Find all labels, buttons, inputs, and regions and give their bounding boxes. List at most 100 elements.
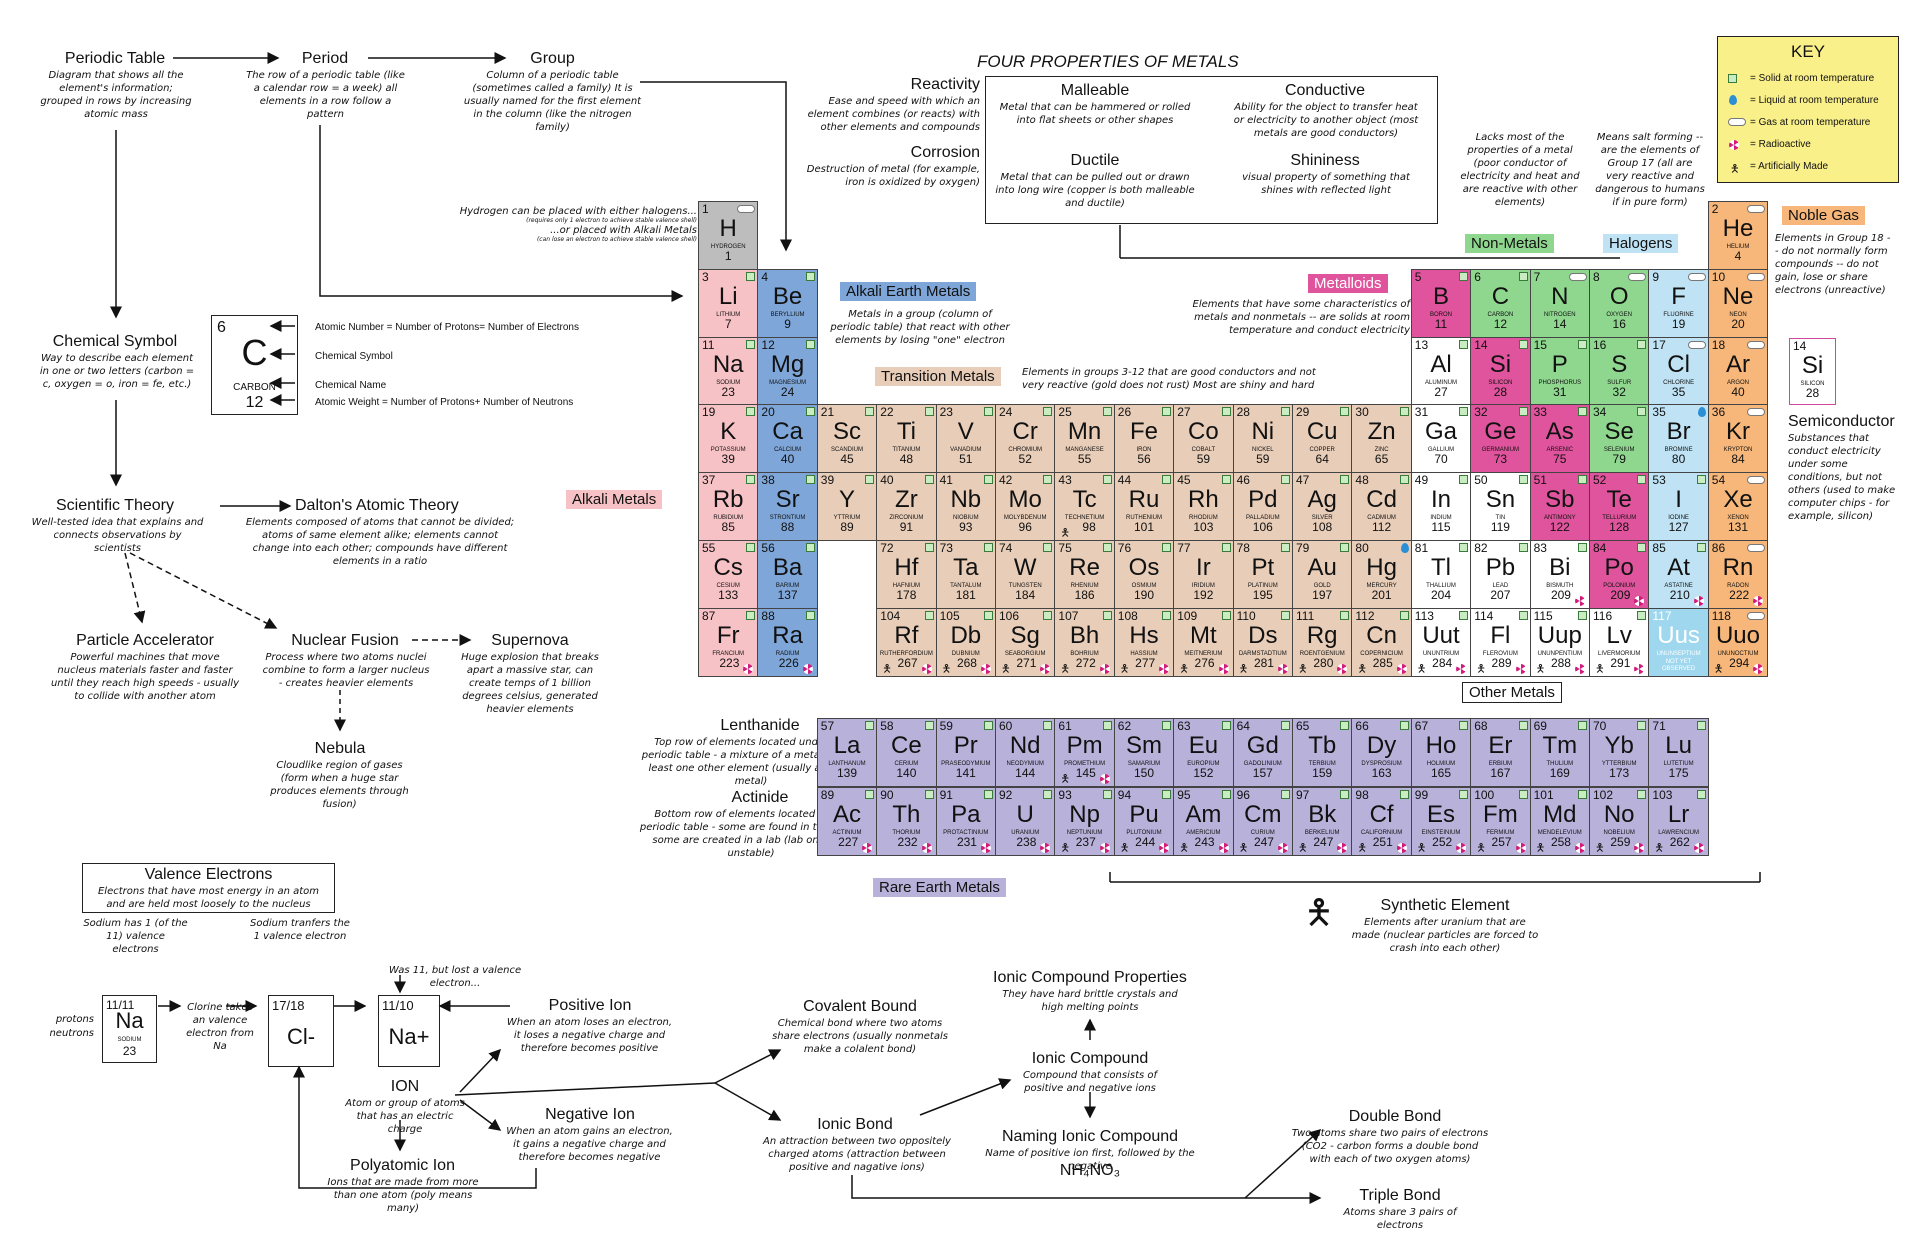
semiconductor-element[interactable]: 14 Si SILICON 28 bbox=[1789, 338, 1836, 405]
